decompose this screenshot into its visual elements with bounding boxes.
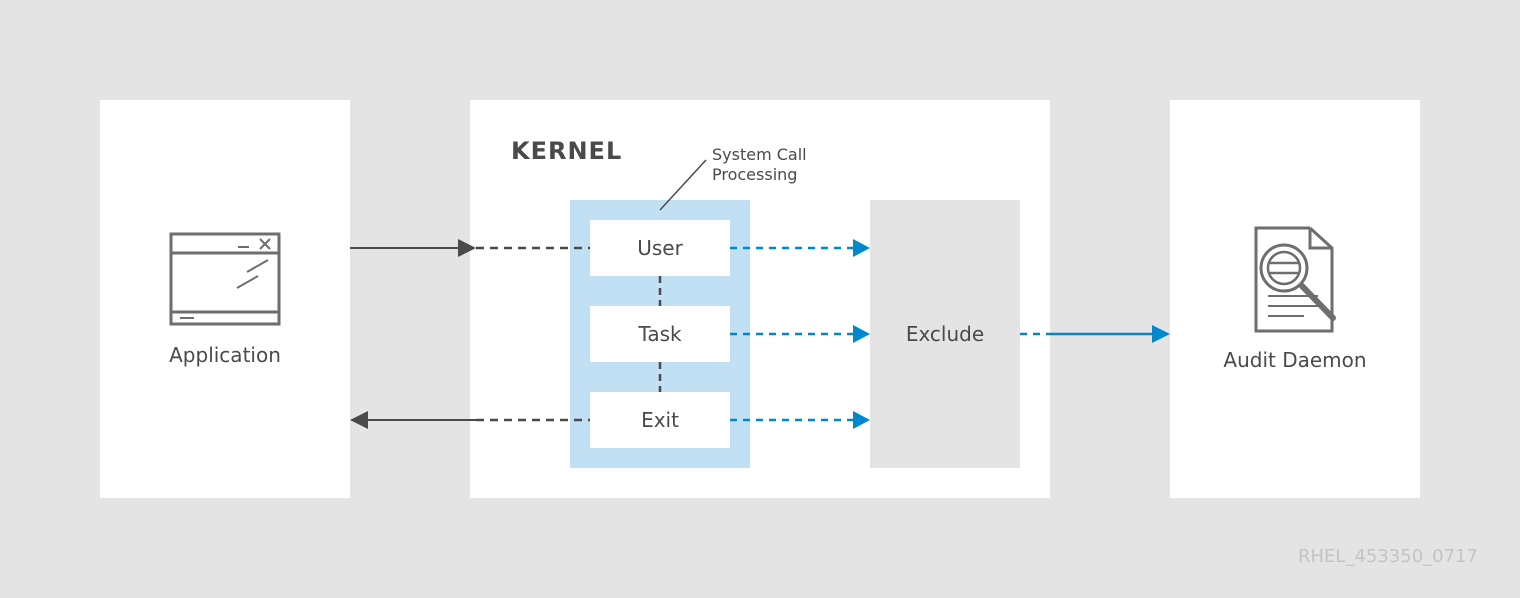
annotation-line-1: System Call bbox=[712, 145, 807, 164]
annotation-leader-line bbox=[659, 159, 707, 211]
stage-user: User bbox=[590, 220, 730, 276]
task-to-exclude-arrowhead bbox=[853, 325, 870, 343]
exclude-label: Exclude bbox=[905, 322, 985, 346]
stage-task: Task bbox=[590, 306, 730, 362]
app-to-user-arrowhead bbox=[458, 239, 476, 257]
exclude-box bbox=[870, 200, 1020, 468]
annotation-line-2: Processing bbox=[712, 165, 798, 184]
stage-exit: Exit bbox=[590, 392, 730, 448]
application-label: Application bbox=[169, 343, 281, 367]
kernel-title: KERNEL bbox=[511, 137, 623, 165]
watermark: RHEL_453350_0717 bbox=[1298, 546, 1478, 567]
application-window-icon bbox=[169, 232, 281, 326]
application-panel bbox=[100, 100, 350, 498]
user-to-exclude-arrowhead bbox=[853, 239, 870, 257]
exit-to-exclude-arrowhead bbox=[853, 411, 870, 429]
audit-daemon-panel bbox=[1170, 100, 1420, 498]
document-search-icon bbox=[1254, 226, 1336, 333]
exclude-to-daemon-arrowhead bbox=[1152, 325, 1170, 343]
audit-daemon-label: Audit Daemon bbox=[1223, 348, 1367, 372]
exit-to-app-arrowhead bbox=[350, 411, 368, 429]
